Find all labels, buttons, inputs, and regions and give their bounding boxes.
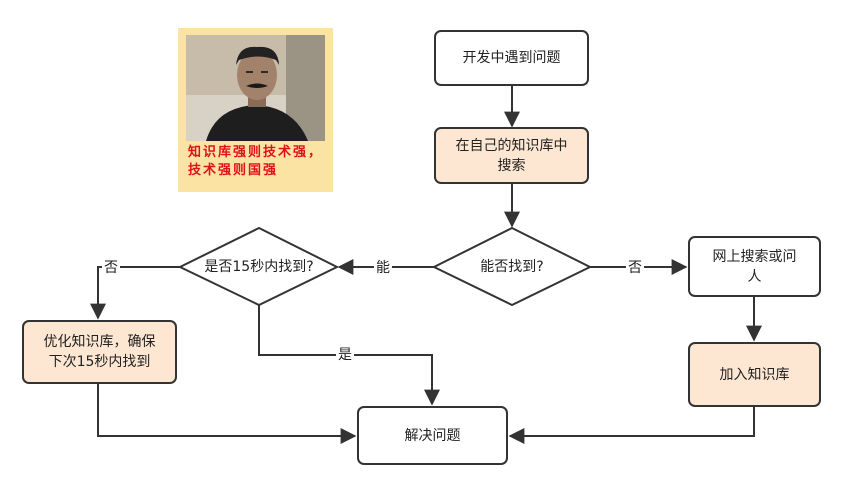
node-add-knowledge-base: 加入知识库 [688,342,821,407]
node-search-knowledge-base: 在自己的知识库中 搜索 [434,127,589,184]
node-start: 开发中遇到问题 [434,30,589,86]
edge-fast-no [90,266,180,320]
diamond-can-find-label: 能否找到? [480,259,544,275]
node-add-label: 加入知识库 [719,366,790,383]
diamond-can-find [431,226,593,307]
node-optimize-label: 优化知识库，确保 下次15秒内找到 [43,334,156,370]
edge-label-can-no: 否 [626,259,644,277]
node-solve-label: 解决问题 [404,427,461,444]
portrait-caption: 知识库强则技术强， 技术强则国强 [188,145,324,178]
edge-label-fast-no: 否 [102,259,120,277]
portrait-photo [186,35,325,141]
node-search-label: 在自己的知识库中 搜索 [455,137,568,174]
edge-optimize-to-solve [97,384,357,444]
diamond-within-15s-label: 是否15秒内找到? [204,259,314,275]
edge-label-can-yes: 能 [374,259,392,277]
edge-add-to-solve [508,407,755,444]
diamond-within-15s [177,226,340,307]
node-web-search-label: 网上搜索或问 人 [712,248,797,285]
node-web-search: 网上搜索或问 人 [688,236,821,297]
edge-label-fast-yes: 是 [336,346,354,364]
node-solve-problem: 解决问题 [357,406,508,465]
node-optimize-knowledge-base: 优化知识库，确保 下次15秒内找到 [22,320,177,384]
node-start-label: 开发中遇到问题 [462,50,561,66]
portrait-card: 知识库强则技术强， 技术强则国强 [178,28,333,192]
